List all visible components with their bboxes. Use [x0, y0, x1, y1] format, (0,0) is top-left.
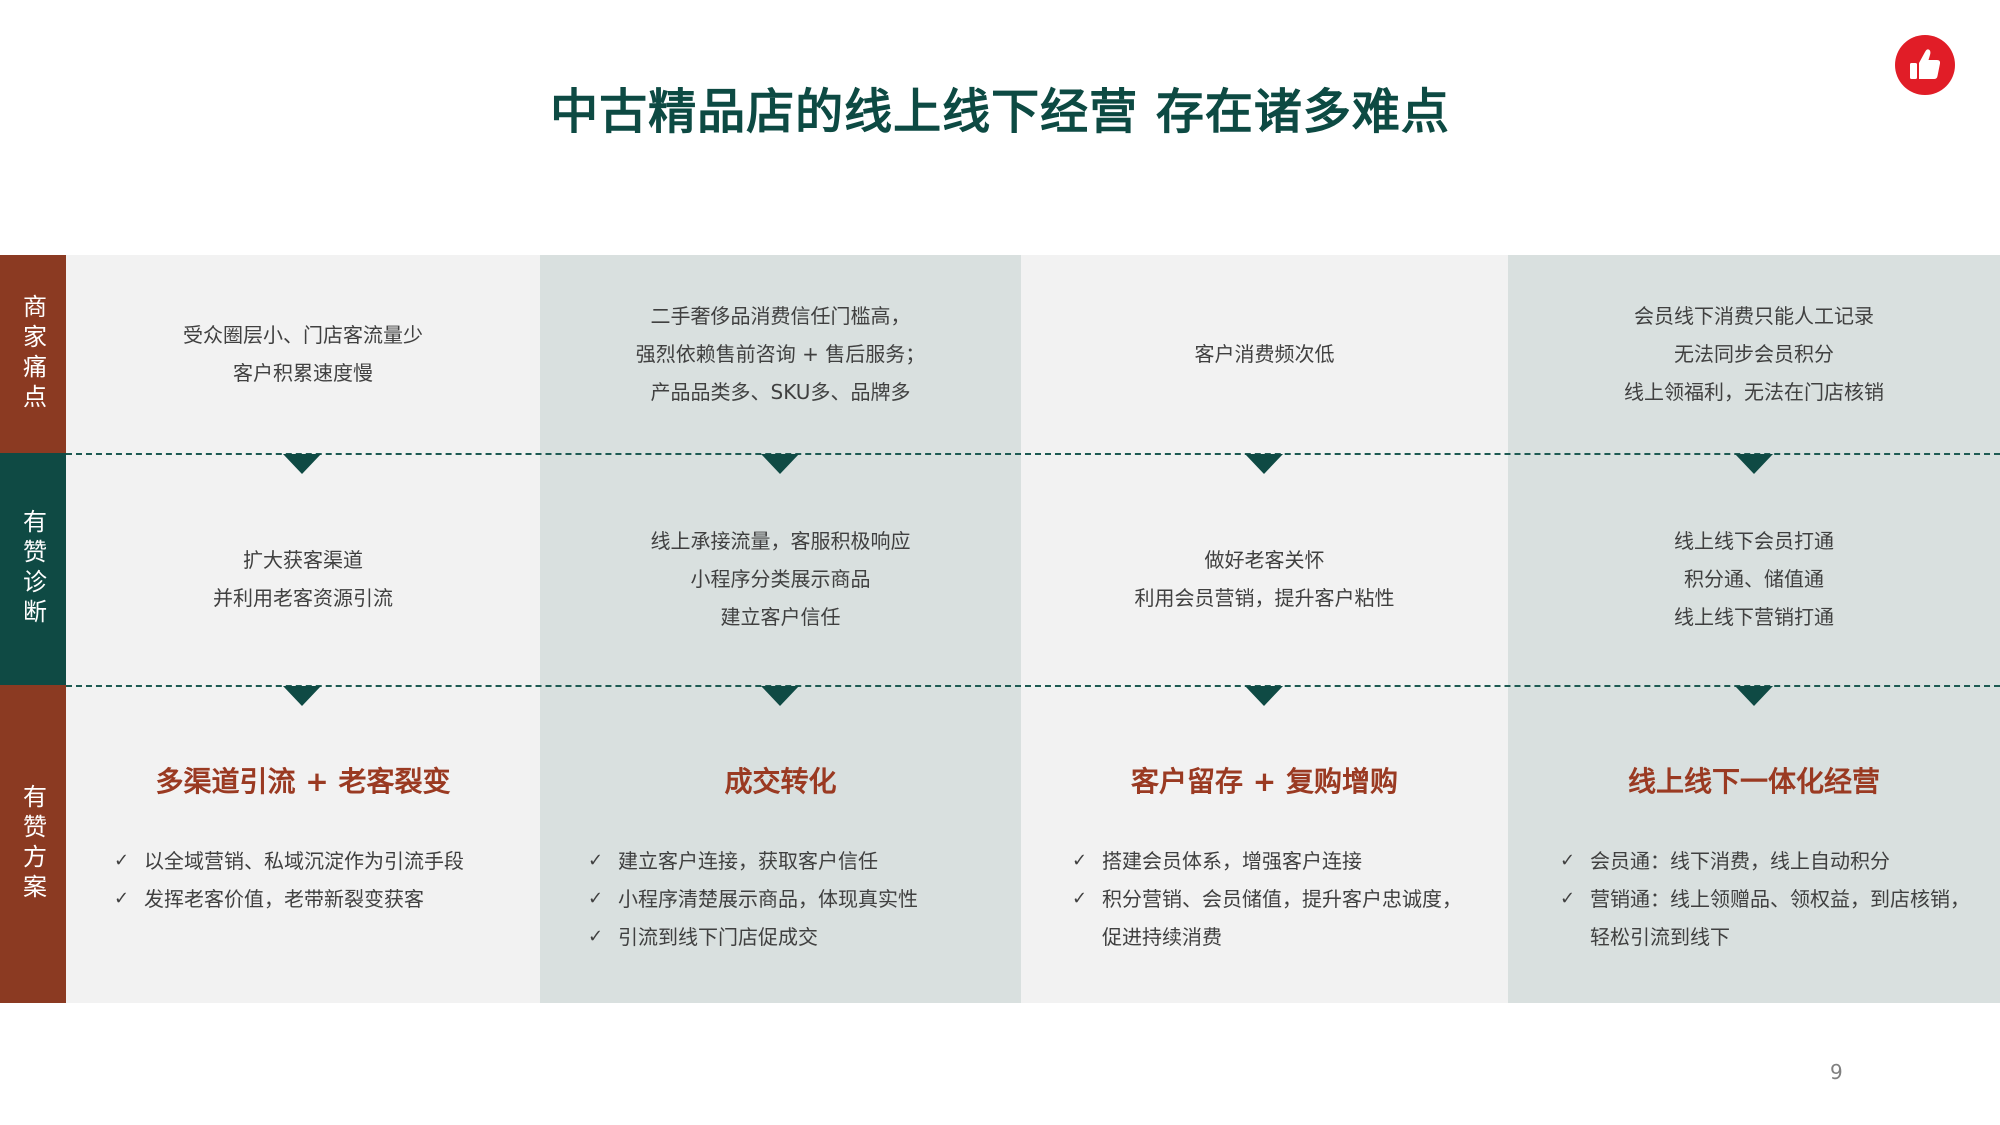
pain-line: 会员线下消费只能人工记录 [1634, 304, 1874, 328]
diagnosis-line: 积分通、储值通 [1684, 567, 1824, 591]
divider-pain-diagnosis [66, 453, 2000, 455]
diagnosis-line: 做好老客关怀 [1204, 548, 1325, 572]
pain-line: 客户积累速度慢 [233, 361, 373, 385]
diagnosis-cell-1: 扩大获客渠道 并利用老客资源引流 [66, 473, 540, 685]
check-icon: ✓ [588, 888, 604, 909]
diagnosis-line: 并利用老客资源引流 [213, 586, 393, 610]
list-item: ✓促进持续消费 [1102, 925, 1222, 949]
check-icon: ✓ [1072, 888, 1088, 909]
column-4-background [1508, 255, 2000, 1003]
solution-list-3: ✓搭建会员体系，增强客户连接 ✓积分营销、会员储值，提升客户忠诚度， ✓促进持续… [1072, 842, 1502, 956]
diagnosis-line: 小程序分类展示商品 [690, 567, 871, 591]
row-label-pain: 商家痛点 [0, 255, 66, 453]
list-item: ✓积分营销、会员储值，提升客户忠诚度， [1072, 880, 1502, 918]
check-icon: ✓ [114, 850, 130, 871]
list-item: ✓以全域营销、私域沉淀作为引流手段 [114, 842, 464, 880]
list-item: ✓引流到线下门店促成交 [588, 918, 918, 956]
solution-title-2: 成交转化 [724, 765, 837, 798]
diagnosis-cell-3: 做好老客关怀 利用会员营销，提升客户粘性 [1021, 473, 1508, 685]
solution-title-3: 客户留存 + 复购增购 [1131, 765, 1398, 798]
thumbs-up-icon [1910, 49, 1941, 79]
list-item: ✓搭建会员体系，增强客户连接 [1072, 842, 1502, 880]
diagnosis-cell-2: 线上承接流量，客服积极响应 小程序分类展示商品 建立客户信任 [540, 473, 1021, 685]
column-1-background [66, 255, 540, 1003]
down-arrow-icon [1245, 454, 1283, 474]
down-arrow-icon [1735, 454, 1773, 474]
page-title: 中古精品店的线上线下经营 存在诸多难点 [550, 84, 1450, 140]
check-icon: ✓ [1560, 888, 1576, 909]
diagnosis-line: 利用会员营销，提升客户粘性 [1134, 586, 1395, 610]
pain-cell-3: 客户消费频次低 [1021, 255, 1508, 453]
divider-diagnosis-solution [66, 685, 2000, 687]
column-3-background [1021, 255, 1508, 1003]
page-number: 9 [1830, 1060, 1843, 1084]
down-arrow-icon [1735, 686, 1773, 706]
diagnosis-line: 线上线下会员打通 [1674, 529, 1834, 553]
column-2-background [540, 255, 1021, 1003]
list-item: ✓发挥老客价值，老带新裂变获客 [114, 880, 464, 918]
down-arrow-icon [283, 454, 321, 474]
check-icon: ✓ [114, 888, 130, 909]
pain-cell-2: 二手奢侈品消费信任门槛高， 强烈依赖售前咨询 + 售后服务； 产品品类多、SKU… [540, 255, 1021, 453]
pain-line: 产品品类多、SKU多、品牌多 [650, 380, 911, 404]
diagnosis-line: 建立客户信任 [720, 605, 841, 629]
diagnosis-line: 线上线下营销打通 [1674, 605, 1834, 629]
list-item: ✓轻松引流到线下 [1590, 925, 1730, 949]
problem-solution-grid: 商家痛点 有赞诊断 有赞方案 受众圈层小、门店客流量少 客户积累速度慢 扩大获客… [0, 255, 2000, 1003]
list-item: ✓营销通：线上领赠品、领权益，到店核销， [1560, 880, 1996, 918]
check-icon: ✓ [588, 926, 604, 947]
list-item: ✓建立客户连接，获取客户信任 [588, 842, 918, 880]
pain-line: 客户消费频次低 [1194, 342, 1335, 366]
diagnosis-line: 扩大获客渠道 [243, 548, 363, 572]
down-arrow-icon [761, 686, 799, 706]
row-label-solution: 有赞方案 [0, 685, 66, 1003]
row-label-diagnosis: 有赞诊断 [0, 453, 66, 685]
solution-title-4: 线上线下一体化经营 [1627, 765, 1880, 798]
pain-line: 二手奢侈品消费信任门槛高， [650, 304, 911, 328]
check-icon: ✓ [588, 850, 604, 871]
solution-title-1: 多渠道引流 + 老客裂变 [155, 765, 451, 798]
pain-line: 线上领福利，无法在门店核销 [1624, 380, 1884, 404]
check-icon: ✓ [1560, 850, 1576, 871]
list-item: ✓会员通：线下消费，线上自动积分 [1560, 842, 1996, 880]
check-icon: ✓ [1072, 850, 1088, 871]
solution-list-2: ✓建立客户连接，获取客户信任 ✓小程序清楚展示商品，体现真实性 ✓引流到线下门店… [588, 842, 918, 956]
pain-cell-1: 受众圈层小、门店客流量少 客户积累速度慢 [66, 255, 540, 453]
pain-line: 受众圈层小、门店客流量少 [183, 323, 423, 347]
solution-list-4: ✓会员通：线下消费，线上自动积分 ✓营销通：线上领赠品、领权益，到店核销， ✓轻… [1560, 842, 1996, 956]
diagnosis-line: 线上承接流量，客服积极响应 [650, 529, 911, 553]
pain-line: 无法同步会员积分 [1674, 342, 1834, 366]
diagnosis-cell-4: 线上线下会员打通 积分通、储值通 线上线下营销打通 [1508, 473, 2000, 685]
down-arrow-icon [761, 454, 799, 474]
pain-cell-4: 会员线下消费只能人工记录 无法同步会员积分 线上领福利，无法在门店核销 [1508, 255, 2000, 453]
brand-logo [1895, 35, 1955, 95]
solution-list-1: ✓以全域营销、私域沉淀作为引流手段 ✓发挥老客价值，老带新裂变获客 [114, 842, 464, 918]
down-arrow-icon [1245, 686, 1283, 706]
pain-line: 强烈依赖售前咨询 + 售后服务； [635, 342, 926, 366]
list-item: ✓小程序清楚展示商品，体现真实性 [588, 880, 918, 918]
down-arrow-icon [283, 686, 321, 706]
